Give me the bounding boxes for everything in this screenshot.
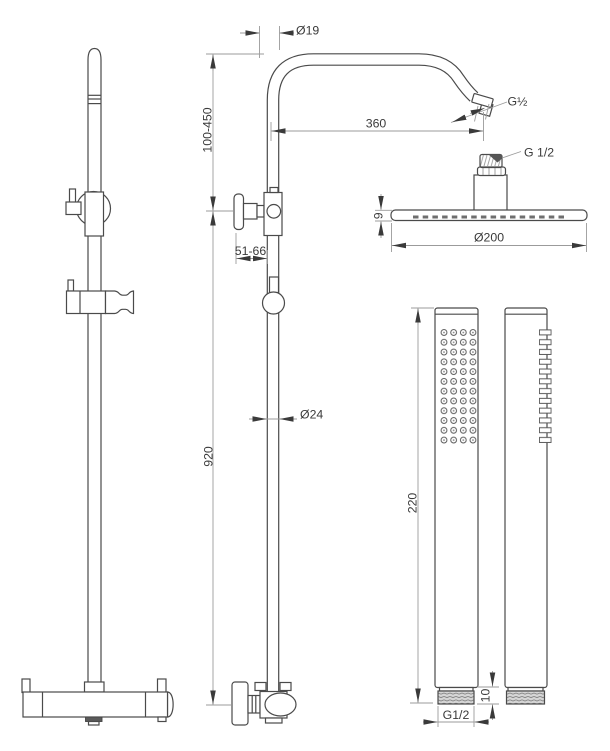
valve-outlet-tip [87, 720, 100, 726]
bracket-body [84, 191, 105, 237]
dim-head-thickness: 9 [372, 194, 392, 238]
dim-hand-shower-thread: G1/2 [423, 706, 489, 727]
dim-head-thickness-label: 9 [372, 212, 386, 219]
dim-wall-offset: 51-66 [235, 233, 268, 264]
thermostatic-valve-side [21, 678, 174, 726]
handle-thread-side [505, 690, 546, 705]
riser-and-arm [267, 54, 478, 691]
rail-collar [87, 94, 102, 105]
rail-connector-nut [83, 681, 105, 693]
valve-handle-tab-right [156, 678, 167, 694]
dim-arrow [469, 107, 485, 116]
dim-hand-shower-length: 220 [406, 307, 434, 704]
valve-end-cap [166, 691, 174, 718]
hand-shower-front-view: 220 G1/2 [406, 307, 489, 727]
dim-arm-outlet-thread: G½ [450, 95, 528, 123]
overhead-shower-view: G 1/2 9 Ø200 [372, 146, 588, 252]
dim-head-diameter: Ø200 [391, 223, 587, 252]
bracket-neck [256, 204, 265, 218]
nozzle-row-side [539, 327, 552, 445]
dim-column-length-label: 920 [202, 446, 216, 467]
thermostatic-valve-front [231, 681, 297, 726]
bracket-knob-pin [68, 188, 77, 204]
dim-arm-diameter: Ø19 [240, 24, 319, 58]
dim-arm-reach-label: 360 [366, 117, 387, 131]
ext-line [485, 103, 490, 120]
head-stem-nut [476, 166, 507, 177]
valve-connector [247, 694, 261, 714]
head-disc [390, 209, 588, 222]
dim-arrow [452, 114, 467, 123]
arm-outlet-ferrule [471, 93, 494, 108]
dim-hand-shower-thread-label: G1/2 [443, 708, 470, 722]
valve-stub [157, 716, 167, 723]
nozzle-grid [439, 327, 478, 445]
tee-flange-left [254, 681, 267, 692]
dim-thread-length: 10 [477, 671, 499, 720]
dim-head-diameter-label: Ø200 [474, 231, 504, 245]
dim-thread-length-label: 10 [479, 689, 493, 703]
dim-arm-diameter-label: Ø19 [296, 24, 319, 38]
holder-body [65, 290, 107, 315]
slider-knob [261, 291, 286, 315]
holder-pin [67, 279, 75, 292]
valve-bottom-outlet [264, 717, 283, 724]
dim-hand-shower-length-label: 220 [406, 493, 420, 514]
dim-wall-offset-label: 51-66 [235, 244, 267, 258]
head-stem [473, 174, 508, 212]
head-thread-shade [488, 154, 502, 163]
leader-line [501, 151, 522, 159]
valve-handle-tab-left [21, 678, 31, 694]
dim-height-adjustment-label: 100-450 [201, 107, 215, 152]
valve-wall-flange [231, 681, 249, 726]
clamp-top-tab [269, 186, 279, 194]
handle-thread [437, 690, 475, 705]
tee-flange-right [279, 681, 292, 692]
dim-arm-outlet-thread-label: G½ [508, 95, 528, 109]
dim-column-diameter-label: Ø24 [300, 408, 323, 422]
hand-shower-side-view: 10 [477, 307, 552, 720]
column-side-view [21, 47, 174, 726]
wall-bracket-front [233, 186, 283, 237]
dim-arm-reach: 360 [270, 112, 484, 141]
column-front-view: Ø19 100-450 920 360 [201, 24, 528, 726]
slider-stem [268, 276, 280, 294]
bracket-knob [65, 201, 82, 216]
slide-rail [87, 47, 102, 693]
valve-knob [264, 692, 297, 717]
dim-height-adjustment: 100-450 920 [201, 53, 264, 706]
dim-head-thread-label: G 1/2 [524, 146, 554, 160]
wall-flange [233, 193, 245, 231]
slider-front [261, 276, 286, 315]
dim-column-diameter: Ø24 [249, 408, 323, 422]
bracket-arm [242, 202, 258, 220]
handset-cradle [104, 290, 135, 315]
bracket-pivot [266, 203, 282, 219]
valve-outlet [85, 716, 103, 722]
